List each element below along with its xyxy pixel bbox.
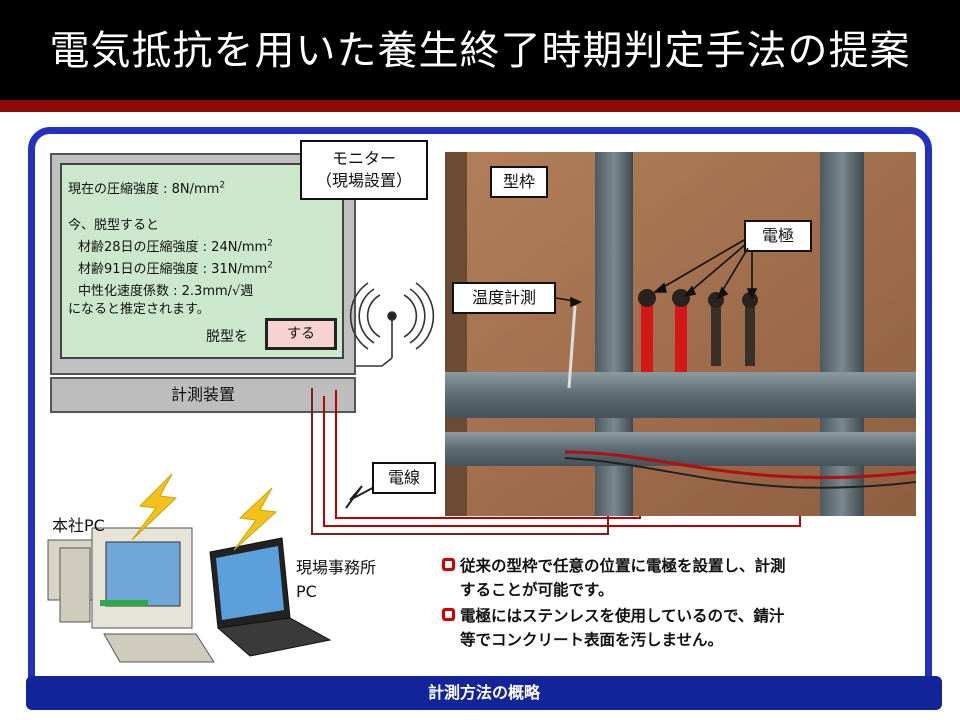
bullet-icon: [442, 558, 455, 571]
wire-label: 電線: [372, 462, 436, 494]
footer-caption: 計測方法の概略: [26, 676, 942, 710]
strength-28d-line: 材齢28日の圧縮強度 : 24N/mm2: [78, 238, 273, 255]
current-strength-line: 現在の圧縮強度 : 8N/mm2: [68, 180, 226, 197]
site-laptop-icon: [209, 537, 332, 657]
slide-title: 電気抵抗を用いた養生終了時期判定手法の提案: [49, 28, 911, 74]
hq-pc-icon: [47, 527, 215, 663]
electrode-probes: [567, 289, 758, 389]
bullet-stainless: 電極にはステンレスを使用しているので、錆汁 等でコンクリート表面を汚しません。: [442, 604, 912, 652]
device-label: 計測装置: [50, 377, 356, 413]
demold-confirm-button[interactable]: する: [265, 318, 337, 350]
demold-prompt: 脱型を: [206, 329, 248, 345]
estimate-line: になると推定されます。: [68, 302, 210, 317]
formwork-photo-drawing: [445, 152, 916, 516]
bullet-electrode-placement: 従来の型枠で任意の位置に電極を設置し、計測 することが可能です。: [442, 554, 912, 602]
formwork-label: 型枠: [490, 166, 548, 198]
monitor-callout: モニター （現場設置）: [300, 140, 428, 200]
formwork-photo: [445, 152, 916, 516]
lightning-icon: [131, 473, 278, 551]
electrode-label: 電極: [744, 220, 812, 252]
hq-pc-label: 本社PC: [52, 516, 105, 535]
title-accent-strip: [0, 100, 960, 112]
demold-line: 今、脱型すると: [68, 218, 160, 233]
strength-91d-line: 材齢91日の圧縮強度 : 31N/mm2: [78, 260, 273, 277]
carbonation-line: 中性化速度係数 : 2.3mm/√週: [78, 284, 254, 299]
title-bar: 電気抵抗を用いた養生終了時期判定手法の提案: [0, 0, 960, 100]
wireless-signal-icon: [349, 282, 435, 367]
temperature-label: 温度計測: [452, 282, 556, 314]
bullet-icon: [442, 608, 455, 621]
wire-arrow: [345, 483, 381, 509]
site-pc-label: 現場事務所 PC: [296, 558, 377, 601]
